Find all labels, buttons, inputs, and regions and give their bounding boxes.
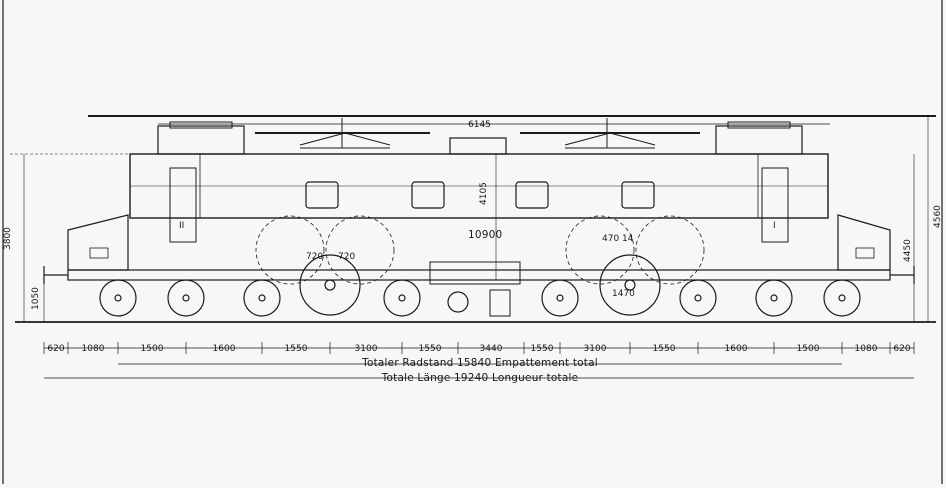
center-equipment bbox=[489, 289, 511, 317]
overall-height-label: 4560 bbox=[933, 205, 943, 228]
dim-value-11: 1600 bbox=[725, 344, 748, 354]
window-2 bbox=[411, 181, 445, 209]
bogie-label-right: 470 14 bbox=[602, 234, 634, 244]
wheelbase-label: Totaler Radstand 15840 Empattement total bbox=[361, 357, 598, 369]
wheel-center-label: 1470 bbox=[612, 289, 635, 299]
pantograph-right bbox=[520, 118, 700, 149]
dim-value-1: 1080 bbox=[82, 344, 105, 354]
dim-value-6: 1550 bbox=[419, 344, 442, 354]
cab-door-left bbox=[169, 167, 197, 243]
roof-vent-right bbox=[727, 121, 791, 129]
dim-value-8: 1550 bbox=[531, 344, 554, 354]
roof-width-label: 6145 bbox=[468, 120, 491, 130]
wheel-label-left: 720 bbox=[306, 252, 323, 262]
dim-value-7: 3440 bbox=[480, 344, 503, 354]
roof-box-left bbox=[157, 125, 245, 155]
cab-number-left: II bbox=[179, 221, 184, 231]
roof-vent-left bbox=[169, 121, 233, 129]
window-3 bbox=[515, 181, 549, 209]
buffer-right bbox=[890, 266, 915, 284]
body-length-label: 10900 bbox=[468, 229, 502, 241]
pantograph-left bbox=[255, 118, 430, 149]
cab-door-right bbox=[761, 167, 789, 243]
running-wheels bbox=[99, 279, 861, 317]
dim-value-9: 3100 bbox=[584, 344, 607, 354]
dim-value-12: 1500 bbox=[797, 344, 820, 354]
bonnet-left bbox=[67, 214, 129, 271]
dim-value-2: 1500 bbox=[141, 344, 164, 354]
cab-number-right: I bbox=[773, 221, 776, 231]
right-height-label: 4450 bbox=[903, 239, 913, 262]
dim-value-0: 620 bbox=[47, 344, 64, 354]
bonnet-right bbox=[837, 214, 891, 271]
dim-value-13: 1080 bbox=[855, 344, 878, 354]
center-frame-box bbox=[429, 261, 521, 285]
dim-value-14: 620 bbox=[893, 344, 910, 354]
dim-value-10: 1550 bbox=[653, 344, 676, 354]
drive-wheels bbox=[255, 215, 705, 316]
window-1 bbox=[305, 181, 339, 209]
dim-value-5: 3100 bbox=[355, 344, 378, 354]
window-4 bbox=[621, 181, 655, 209]
buffer-height-label: 1050 bbox=[31, 287, 41, 310]
roof-center-box bbox=[449, 137, 507, 155]
dimension-row: 620 1080 1500 1600 1550 3100 1550 3440 1550 3100 1… bbox=[43, 342, 915, 354]
buffer-left bbox=[43, 266, 68, 284]
roof-box-right bbox=[715, 125, 803, 155]
left-height-label: 3800 bbox=[3, 227, 13, 250]
wheel-label-right: 720 bbox=[338, 252, 355, 262]
body-height-label: 4105 bbox=[479, 182, 489, 205]
length-label: Totale Länge 19240 Longueur totale bbox=[381, 372, 579, 384]
roof-width-dim: 6145 bbox=[158, 120, 830, 130]
dim-value-3: 1600 bbox=[213, 344, 236, 354]
underframe bbox=[67, 269, 891, 281]
center-reservoir bbox=[447, 291, 469, 313]
dim-value-4: 1550 bbox=[285, 344, 308, 354]
